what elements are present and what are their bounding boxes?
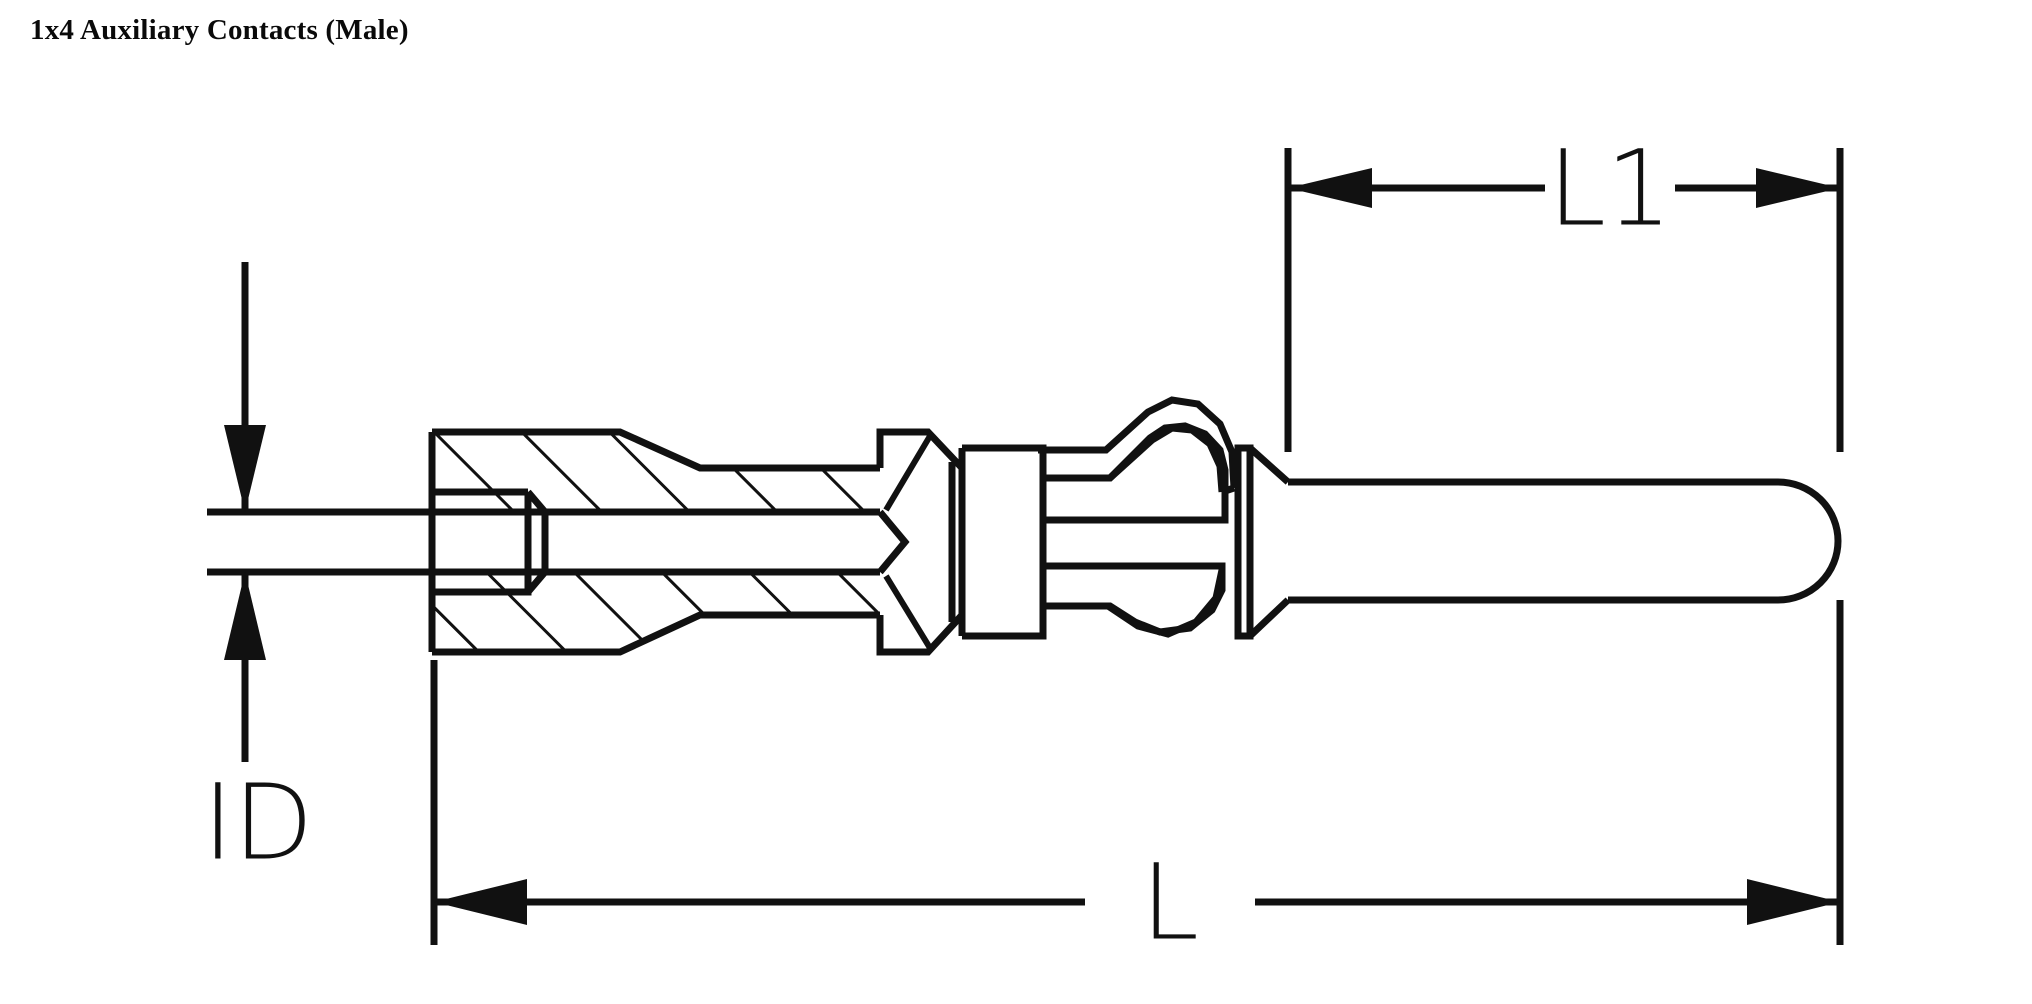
dimension-label-l: L	[1141, 841, 1199, 963]
dimension-label-id: ID	[203, 761, 314, 883]
l-arrowhead-left	[434, 879, 527, 925]
l1-arrowhead-right	[1756, 168, 1840, 208]
id-arrowhead-up	[224, 572, 266, 660]
wire-barrel-top-outline	[432, 428, 880, 472]
central-body-outline	[962, 422, 1229, 524]
bore-step-chamfer-top	[525, 489, 548, 515]
page-title: 1x4 Auxiliary Contacts (Male)	[30, 14, 409, 46]
dimension-l1	[1284, 148, 1844, 452]
dimension-id	[207, 262, 470, 762]
id-arrowhead-down	[224, 425, 266, 512]
retention-lance-hook-outer	[1038, 396, 1238, 489]
dimension-l	[430, 600, 1844, 945]
wire-barrel-bottom-outline	[432, 611, 880, 656]
shoulder-flange-hatch-2	[883, 574, 933, 650]
retention-lance-hook-upper	[1043, 424, 1226, 493]
shoulder-flange-hatch-1	[883, 434, 933, 512]
male-pin-shaft	[1288, 478, 1842, 604]
bore-right-chamfer	[877, 509, 910, 575]
pin-collar-lower-chamfer	[1247, 597, 1291, 639]
pin-collar-upper-chamfer	[1247, 445, 1291, 485]
dimension-label-l1: L1	[1548, 127, 1672, 249]
bore-step-chamfer-bottom	[525, 569, 548, 595]
l-arrowhead-right	[1747, 879, 1840, 925]
retention-lance-hook-lower	[1043, 569, 1226, 638]
l1-arrowhead-left	[1288, 168, 1372, 208]
